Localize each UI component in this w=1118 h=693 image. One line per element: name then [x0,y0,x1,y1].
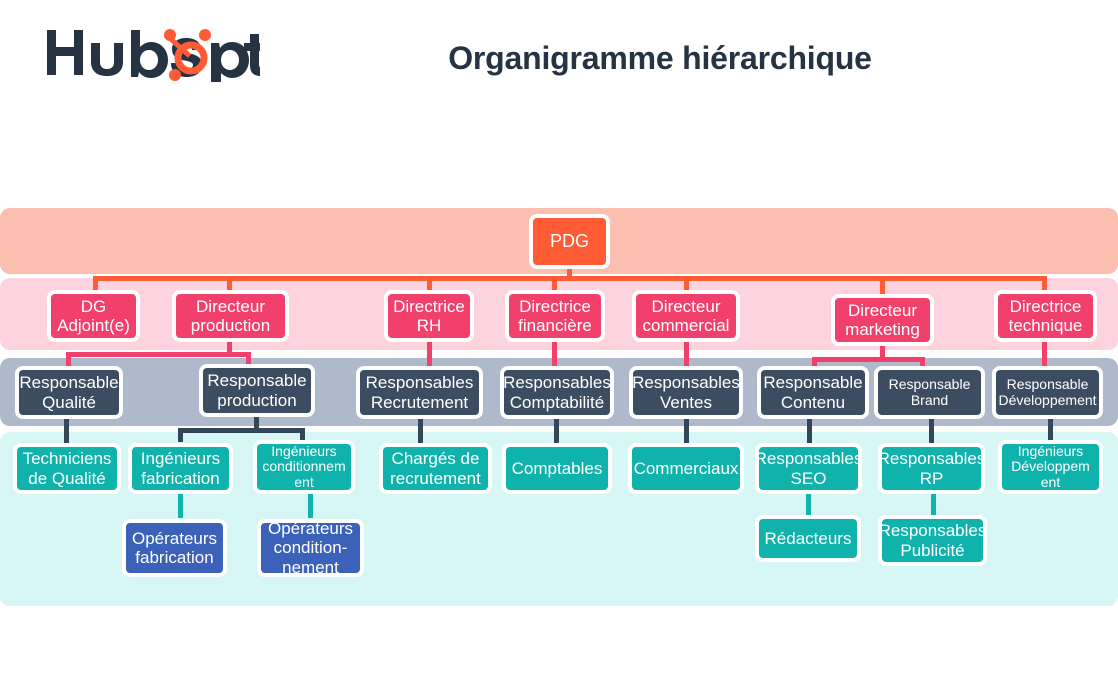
node-resp-comptabilite[interactable]: Responsables Comptabilité [500,366,614,419]
connector-conditionnement-to-operateurs [308,494,313,518]
connector-ventes-to-commerciaux [684,419,689,444]
connector-financiere-to-comptabilite [552,341,557,367]
connector-to-resp-brand [920,357,925,369]
node-directeur-production[interactable]: Directeur production [172,290,289,342]
node-directeur-marketing[interactable]: Directeur marketing [831,294,934,346]
connector-qualite-to-techniciens [64,419,69,444]
node-comptables[interactable]: Comptables [502,443,612,494]
connector-to-ingenieurs-conditionnement [300,428,305,442]
connector-seo-to-redacteurs [806,494,811,518]
connector-to-resp-contenu [812,357,817,369]
connector-to-directrice-technique [1042,276,1047,291]
connector-resp-production-bus [178,428,305,433]
node-redacteurs[interactable]: Rédacteurs [755,515,861,562]
connector-marketing-bus [812,357,925,362]
connector-commercial-to-ventes [684,341,689,367]
connector-to-dg-adjoint [93,276,98,291]
node-resp-brand[interactable]: Responsable Brand [874,366,985,419]
node-ingenieurs-fabrication[interactable]: Ingénieurs fabrication [128,443,233,494]
connector-to-ingenieurs-fabrication [178,428,183,442]
page-title: Organigramme hiérarchique [448,40,872,76]
connector-comptabilite-to-comptables [554,419,559,444]
node-dg-adjoint[interactable]: DG Adjoint(e) [47,290,140,342]
connector-to-directeur-production [227,276,232,291]
node-pdg[interactable]: PDG [529,214,610,269]
connector-to-resp-production [246,352,251,364]
node-resp-recrutement[interactable]: Responsables Recrutement [356,366,483,419]
connector-rp-to-publicite [931,494,936,518]
node-resp-rp[interactable]: Responsables RP [878,443,985,494]
connector-contenu-to-seo [807,419,812,444]
node-resp-ventes[interactable]: Responsables Ventes [629,366,743,419]
connector-recrutement-to-charges [418,419,423,444]
node-directeur-commercial[interactable]: Directeur commercial [632,290,740,342]
connector-pdg-stem [567,268,572,280]
node-operateurs-fabrication[interactable]: Opérateurs fabrication [122,519,227,577]
node-resp-production[interactable]: Responsable production [199,364,315,417]
connector-to-directeur-marketing [880,276,885,296]
connector-pdg-bus [93,276,1046,281]
node-resp-developpement[interactable]: Responsable Développement [992,366,1103,419]
node-ingenieurs-developpement[interactable]: Ingénieurs Développem ent [998,440,1103,494]
connector-to-directeur-commercial [684,276,689,291]
node-ingenieurs-conditionnement[interactable]: Ingénieurs conditionnem ent [253,440,355,494]
connector-fabrication-to-operateurs [178,494,183,518]
node-resp-seo[interactable]: Responsables SEO [755,443,862,494]
connector-technique-to-developpement [1042,341,1047,367]
connector-resp-production-stem [254,416,259,430]
connector-production-stem [227,341,232,355]
node-directrice-technique[interactable]: Directrice technique [994,290,1097,342]
node-techniciens-qualite[interactable]: Techniciens de Qualité [13,443,121,494]
node-resp-contenu[interactable]: Responsable Contenu [757,366,869,419]
node-resp-publicite[interactable]: Responsables Publicité [878,515,987,566]
connector-rh-to-recrutement [427,341,432,367]
node-charges-recrutement[interactable]: Chargés de recrutement [379,443,492,494]
connector-brand-to-rp [929,419,934,444]
node-directrice-rh[interactable]: Directrice RH [384,290,474,342]
connector-production-bus [66,352,251,357]
connector-to-directrice-rh [427,276,432,291]
node-resp-qualite[interactable]: Responsable Qualité [15,366,123,419]
connector-to-directrice-financiere [552,276,557,291]
node-operateurs-conditionnement[interactable]: Opérateurs condition- nement [257,519,364,577]
connector-to-resp-qualite [66,352,71,366]
connector-marketing-stem [880,345,885,359]
hubspot-logo [45,22,260,82]
connector-developpement-to-ingenieurs [1048,419,1053,444]
node-commerciaux[interactable]: Commerciaux [628,443,744,494]
node-directrice-financiere[interactable]: Directrice financière [505,290,605,342]
